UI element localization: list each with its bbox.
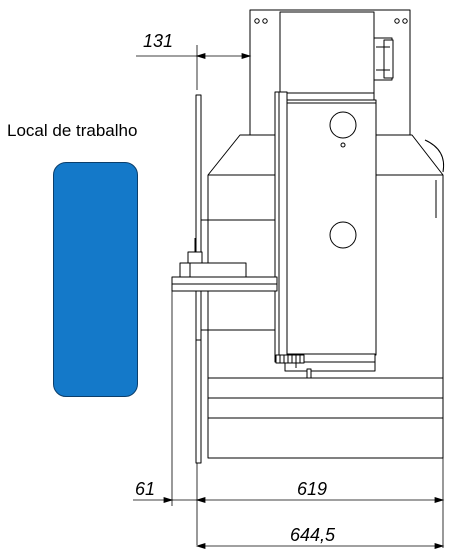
dimension-619-lines	[197, 458, 445, 548]
central-column	[284, 99, 377, 372]
dimension-131-lines	[136, 45, 252, 90]
dimension-644-5-lines	[195, 542, 445, 550]
work-arm	[171, 238, 278, 292]
dimension-131: 131	[143, 31, 174, 51]
dimension-644-5: 644,5	[290, 525, 336, 545]
connector-box	[373, 37, 394, 81]
adjust-knob	[275, 354, 312, 379]
workplace-area	[53, 162, 138, 397]
motor-housing	[279, 11, 375, 101]
dimension-61: 61	[135, 479, 156, 499]
dimension-619: 619	[297, 479, 328, 499]
workplace-label: Local de trabalho	[7, 121, 138, 140]
dimension-61-lines	[133, 291, 206, 545]
